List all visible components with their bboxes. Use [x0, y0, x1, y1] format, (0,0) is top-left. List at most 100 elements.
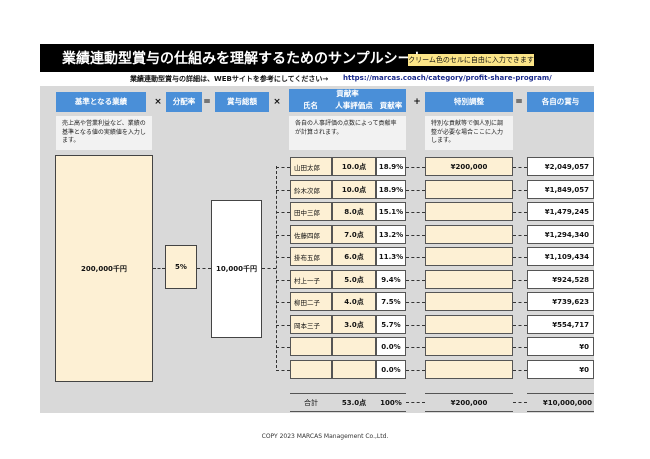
score-cell[interactable]: 5.0点	[332, 270, 376, 289]
score-cell[interactable]: 7.0点	[332, 225, 376, 244]
adjustment-cell[interactable]	[425, 337, 513, 356]
cream-cell-note: クリーム色のセルに自由に入力できます	[408, 54, 534, 66]
header-base: 基準となる業績	[56, 92, 146, 112]
contribution-cell: 18.9%	[376, 180, 406, 199]
employee-name-cell[interactable]	[290, 337, 332, 356]
header-name: 氏名	[289, 99, 332, 112]
header-adjust: 特別調整	[425, 92, 513, 112]
times-operator-2: ×	[273, 97, 281, 107]
note-base: 売上高や営業利益など、業績の基準となる値の実績値を入力します。	[56, 116, 152, 150]
employee-name-cell[interactable]: 田中三郎	[290, 202, 332, 221]
rate-value-cell[interactable]: 5%	[165, 245, 197, 289]
adjustment-cell[interactable]	[425, 225, 513, 244]
contribution-cell: 7.5%	[376, 292, 406, 311]
connector	[406, 280, 425, 281]
score-cell[interactable]: 4.0点	[332, 292, 376, 311]
page-title: 業績連動型賞与の仕組みを理解するためのサンプルシート	[62, 51, 426, 67]
total-label: 合計	[290, 393, 332, 412]
connector	[262, 268, 276, 269]
employee-name-cell[interactable]: 村上一子	[290, 270, 332, 289]
adjustment-cell[interactable]	[425, 202, 513, 221]
adjustment-cell[interactable]	[425, 180, 513, 199]
employee-name-cell[interactable]	[290, 360, 332, 379]
connector	[513, 370, 527, 371]
connector	[276, 212, 290, 213]
score-cell[interactable]: 3.0点	[332, 315, 376, 334]
adjustment-cell[interactable]: ¥200,000	[425, 157, 513, 176]
connector	[406, 257, 425, 258]
connector	[513, 212, 527, 213]
total-value-cell: 10,000千円	[211, 200, 262, 338]
bonus-cell: ¥1,849,057	[527, 180, 594, 199]
connector	[513, 190, 527, 191]
connector	[276, 280, 290, 281]
employee-name-cell[interactable]: 柳田二子	[290, 292, 332, 311]
bonus-cell: ¥1,479,245	[527, 202, 594, 221]
contribution-cell: 13.2%	[376, 225, 406, 244]
total-adjust: ¥200,000	[425, 393, 513, 412]
connector	[406, 190, 425, 191]
total-contrib: 100%	[376, 393, 406, 412]
adjustment-cell[interactable]	[425, 270, 513, 289]
employee-name-cell[interactable]: 山田太郎	[290, 157, 332, 176]
connector	[406, 325, 425, 326]
contribution-cell: 0.0%	[376, 360, 406, 379]
connector	[276, 167, 290, 168]
bonus-cell: ¥924,528	[527, 270, 594, 289]
adjustment-cell[interactable]	[425, 247, 513, 266]
connector	[153, 268, 165, 269]
adjustment-cell[interactable]	[425, 360, 513, 379]
connector	[513, 235, 527, 236]
contribution-cell: 9.4%	[376, 270, 406, 289]
connector	[513, 402, 527, 403]
connector	[406, 302, 425, 303]
total-bonus: ¥10,000,000	[527, 393, 594, 412]
employee-name-cell[interactable]: 岡本三子	[290, 315, 332, 334]
bonus-cell: ¥2,049,057	[527, 157, 594, 176]
connector	[406, 402, 425, 403]
bonus-cell: ¥554,717	[527, 315, 594, 334]
link-bar	[40, 72, 594, 86]
connector	[513, 325, 527, 326]
plus-operator: +	[413, 97, 421, 107]
connector	[276, 302, 290, 303]
bracket-line	[276, 166, 277, 368]
connector	[513, 167, 527, 168]
employee-name-cell[interactable]: 佐藤四郎	[290, 225, 332, 244]
base-value-cell[interactable]: 200,000千円	[55, 155, 153, 382]
adjustment-cell[interactable]	[425, 315, 513, 334]
bonus-cell: ¥0	[527, 337, 594, 356]
contribution-cell: 18.9%	[376, 157, 406, 176]
employee-name-cell[interactable]: 鈴木次郎	[290, 180, 332, 199]
connector	[406, 235, 425, 236]
reference-url-link[interactable]: https://marcas.coach/category/profit-sha…	[343, 74, 552, 82]
score-cell[interactable]: 10.0点	[332, 180, 376, 199]
contribution-cell: 0.0%	[376, 337, 406, 356]
equals-operator: =	[203, 97, 211, 107]
contribution-cell: 11.3%	[376, 247, 406, 266]
bonus-cell: ¥0	[527, 360, 594, 379]
score-cell[interactable]	[332, 337, 376, 356]
times-operator: ×	[154, 97, 162, 107]
connector	[197, 268, 211, 269]
contribution-cell: 15.1%	[376, 202, 406, 221]
score-cell[interactable]: 6.0点	[332, 247, 376, 266]
connector	[513, 302, 527, 303]
description-text: 業績連動型賞与の詳細は、WEBサイトを参考にしてください→	[130, 75, 329, 83]
connector	[276, 257, 290, 258]
header-total: 賞与総額	[215, 92, 269, 112]
note-contrib: 各自の人事評価の点数によって貢献率が計算されます。	[289, 116, 406, 150]
connector	[406, 370, 425, 371]
connector	[276, 347, 290, 348]
connector	[513, 257, 527, 258]
score-cell[interactable]	[332, 360, 376, 379]
employee-name-cell[interactable]: 掛布五郎	[290, 247, 332, 266]
adjustment-cell[interactable]	[425, 292, 513, 311]
connector	[406, 167, 425, 168]
connector	[406, 212, 425, 213]
connector	[276, 370, 290, 371]
score-cell[interactable]: 10.0点	[332, 157, 376, 176]
score-cell[interactable]: 8.0点	[332, 202, 376, 221]
note-adjust: 特別な貢献等で個人別に調整が必要な場合ここに入力します。	[425, 116, 513, 150]
total-score: 53.0点	[332, 393, 376, 412]
